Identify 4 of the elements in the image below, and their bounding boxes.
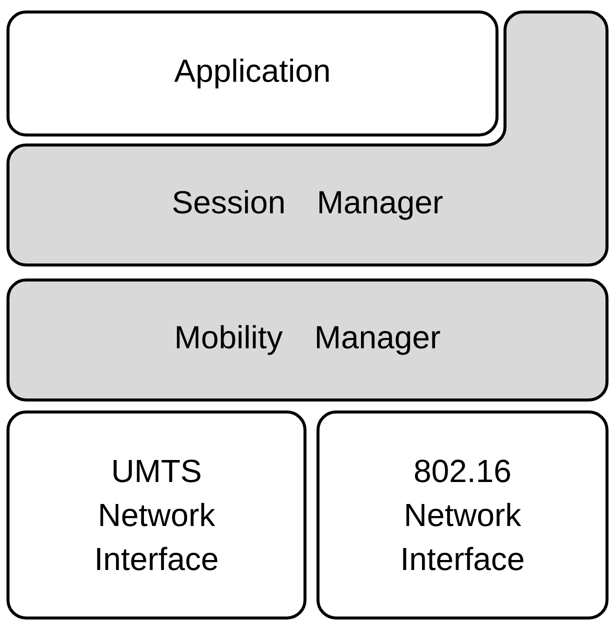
layer-box: 802.16 Network Interface	[316, 410, 608, 620]
layer-box: UMTS Network Interface	[6, 410, 306, 620]
layer-box: Mobility Manager	[6, 278, 608, 402]
layer-box: Application	[6, 10, 498, 136]
